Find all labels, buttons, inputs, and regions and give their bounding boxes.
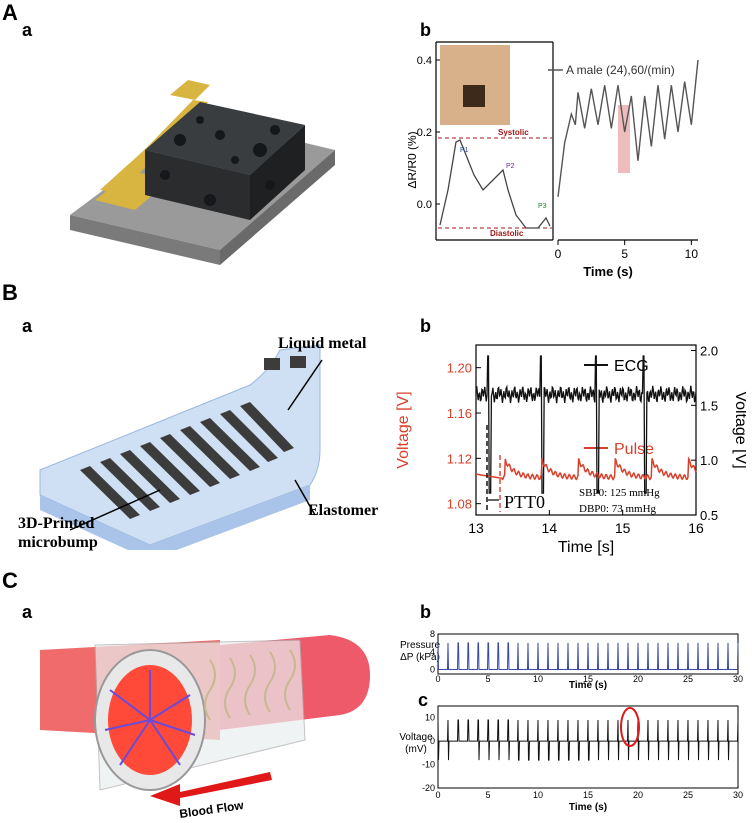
panel-B-b-label: b: [420, 316, 431, 336]
x-tick-label: 10: [533, 790, 543, 800]
diastolic-label: Diastolic: [490, 229, 524, 238]
x-tick-label: 15: [615, 520, 631, 536]
panel-B-label: B: [2, 280, 18, 305]
y-tick-label: 1.08: [447, 497, 472, 512]
x-tick-label: 30: [733, 674, 743, 684]
x-tick-label: 5: [621, 247, 628, 261]
x-tick-label: 5: [485, 674, 490, 684]
y-tick-label: 0: [430, 736, 435, 746]
systolic-label: Systolic: [498, 128, 529, 137]
x-tick-label: 25: [683, 790, 693, 800]
x-tick-label: 5: [485, 790, 490, 800]
panel-C-c-label: c: [418, 690, 429, 710]
y-axis-label-line1: Voltage: [399, 732, 433, 743]
x-tick-label: 16: [688, 520, 704, 536]
right-y-axis-label: Voltage [V]: [732, 391, 746, 468]
pressure-line: [437, 642, 739, 671]
liquid-metal-callout: Liquid metal: [278, 335, 367, 352]
chart-C-b: 0 4 8 0 5 10 15 20 25 30 Pressure ΔP (kPa) Time (…: [400, 630, 743, 690]
panel-A-a-label: a: [22, 20, 33, 40]
blood-flow-arrow: [150, 772, 272, 806]
y-tick-label: 4: [430, 647, 435, 657]
stent-illustration: Blood Flow: [40, 635, 370, 820]
x-axis-label: Time (s): [569, 680, 607, 690]
y-tick-label: 1.0: [700, 453, 718, 468]
y-tick-label: 1.16: [447, 406, 472, 421]
x-tick-label: 10: [533, 674, 543, 684]
x-tick-label: 10: [685, 247, 699, 261]
microbump-callout: 3D-Printed microbump: [18, 515, 98, 551]
x-tick-label: 0: [555, 247, 562, 261]
legend-pulse: Pulse: [614, 441, 654, 458]
x-tick-label: 14: [542, 520, 558, 536]
y-tick-label: 0.5: [700, 508, 718, 523]
y-tick-label: 1.5: [700, 398, 718, 413]
series-line: [557, 59, 699, 197]
panel-B-a-label: a: [22, 316, 33, 336]
ptt-label: PTT0: [504, 492, 545, 512]
x-tick-label: 20: [633, 674, 643, 684]
x-tick-label: 25: [683, 674, 693, 684]
y-axis-label-line2: ΔP (kPa): [400, 652, 440, 663]
y-axis-label-line2: (mV): [405, 744, 427, 755]
x-tick-label: 0: [435, 674, 440, 684]
y-axis-label: ΔR/R0 (%): [408, 131, 419, 188]
y-tick-label: 1.12: [447, 451, 472, 466]
inset-waveform: [439, 139, 551, 229]
x-axis-label: Time (s): [583, 264, 633, 279]
panel-A-b-label: b: [420, 20, 431, 40]
y-tick-label: -10: [422, 760, 435, 770]
pulse-line: [475, 456, 697, 481]
chart-C-c: -20 -10 0 10 0 5 10 15 20 25 30 Voltage (mV) Time …: [399, 705, 743, 813]
ecg-line: [475, 355, 697, 494]
legend-label: A male (24),60/(min): [566, 63, 675, 77]
p3-label: P3: [538, 203, 547, 210]
voltage-line: [437, 719, 739, 761]
panel-C-a-label: a: [22, 602, 33, 622]
y-tick-label: 0.0: [417, 199, 432, 211]
x-tick-label: 20: [633, 790, 643, 800]
left-y-axis-label: Voltage [V]: [396, 391, 412, 468]
elastomer-callout: Elastomer: [308, 502, 378, 519]
y-axis-label-line1: Pressure: [400, 640, 440, 651]
x-tick-label: 0: [435, 790, 440, 800]
p1-label: P1: [460, 147, 469, 154]
y-tick-label: 0: [430, 665, 435, 675]
blood-flow-label: Blood Flow: [178, 798, 245, 820]
chart-B-b: 1.08 1.12 1.16 1.20 0.5 1.0 1.5 2.0 13 14 15 16 Vol…: [396, 343, 746, 556]
x-tick-label: 30: [733, 790, 743, 800]
x-tick-label: 13: [468, 520, 484, 536]
panel-C-label: C: [2, 568, 18, 593]
x-axis-label: Time (s): [569, 802, 607, 813]
y-tick-label: 10: [425, 713, 435, 723]
dbp-label: DBP0: 73 mmHg: [579, 503, 657, 515]
x-axis-label: Time [s]: [558, 539, 614, 556]
y-tick-label: 2.0: [700, 343, 718, 358]
highlight-ellipse: [620, 707, 640, 747]
p2-label: P2: [506, 163, 515, 170]
x-tick-label: 15: [583, 674, 593, 684]
y-tick-label: 1.20: [447, 361, 472, 376]
panel-A-label: A: [2, 0, 18, 25]
liquid-metal-device-illustration: Liquid metal Elastomer: [39, 335, 378, 550]
y-tick-label: 8: [430, 630, 435, 639]
x-tick-label: 15: [583, 790, 593, 800]
sensor-illustration: [70, 80, 335, 265]
y-tick-label: -20: [422, 783, 435, 793]
y-tick-label: 0.2: [417, 127, 432, 139]
panel-C-b-label: b: [420, 602, 431, 622]
y-tick-label: 0.4: [417, 55, 432, 67]
legend-ecg: ECG: [614, 358, 649, 375]
chart-A-b: 0.0 0.2 0.4 0 5 10 ΔR/R0 (%) Time (s) Systol…: [408, 40, 728, 285]
sbp-label: SBP0: 125 mmHg: [579, 487, 660, 499]
